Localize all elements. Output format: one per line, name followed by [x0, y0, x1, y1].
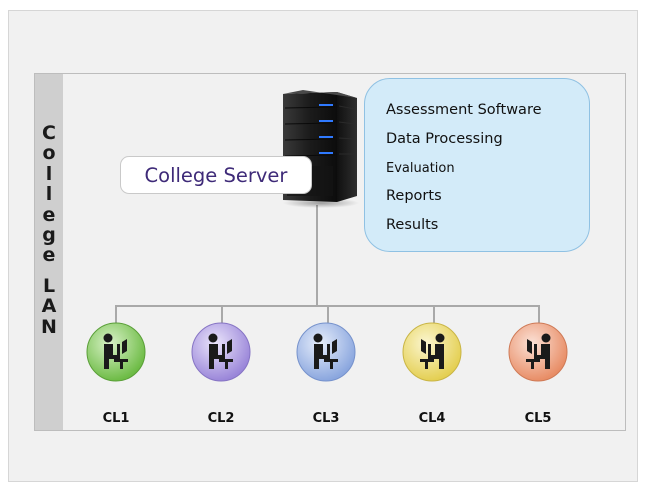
user-at-computer-icon — [191, 322, 251, 382]
lan-letter: C — [42, 122, 56, 144]
lan-letter: A — [41, 295, 57, 318]
lan-letter: L — [42, 274, 56, 297]
drop-line-cl4 — [433, 305, 435, 324]
client-cl2-node — [191, 322, 251, 382]
user-at-computer-icon — [402, 322, 462, 382]
user-at-computer-icon — [86, 322, 146, 382]
server-services-panel — [364, 78, 590, 252]
client-cl4-node — [402, 322, 462, 382]
drop-line-cl1 — [115, 305, 117, 324]
service-item: Assessment Software — [386, 102, 542, 118]
client-label-cl1: CL1 — [102, 411, 130, 426]
service-item: Reports — [386, 188, 442, 204]
user-at-computer-icon — [296, 322, 356, 382]
client-cl3-node — [296, 322, 356, 382]
client-label-cl4: CL4 — [418, 411, 446, 426]
lan-letter: e — [42, 244, 56, 267]
drop-line-cl5 — [538, 305, 540, 324]
server-trunk-line — [316, 205, 318, 306]
lan-letter: o — [42, 142, 56, 165]
client-cl1-node — [86, 322, 146, 382]
lan-letter: g — [42, 223, 56, 246]
user-at-computer-icon — [508, 322, 568, 382]
client-label-cl5: CL5 — [524, 411, 552, 426]
service-item: Data Processing — [386, 131, 503, 147]
client-cl5-node — [508, 322, 568, 382]
college-server-label: College Server — [120, 156, 312, 194]
drop-line-cl2 — [221, 305, 223, 324]
service-item: Results — [386, 217, 439, 233]
lan-letter: l — [45, 162, 53, 185]
lan-letter: e — [42, 203, 56, 226]
college-lan-vertical-label: C o l l e g e L A N — [35, 123, 63, 337]
lan-side-bar — [35, 74, 63, 430]
service-item: Evaluation — [386, 161, 455, 176]
client-label-cl3: CL3 — [312, 411, 340, 426]
drop-line-cl3 — [327, 305, 329, 324]
lan-letter: N — [41, 315, 57, 338]
lan-letter: l — [45, 183, 53, 206]
client-label-cl2: CL2 — [207, 411, 235, 426]
